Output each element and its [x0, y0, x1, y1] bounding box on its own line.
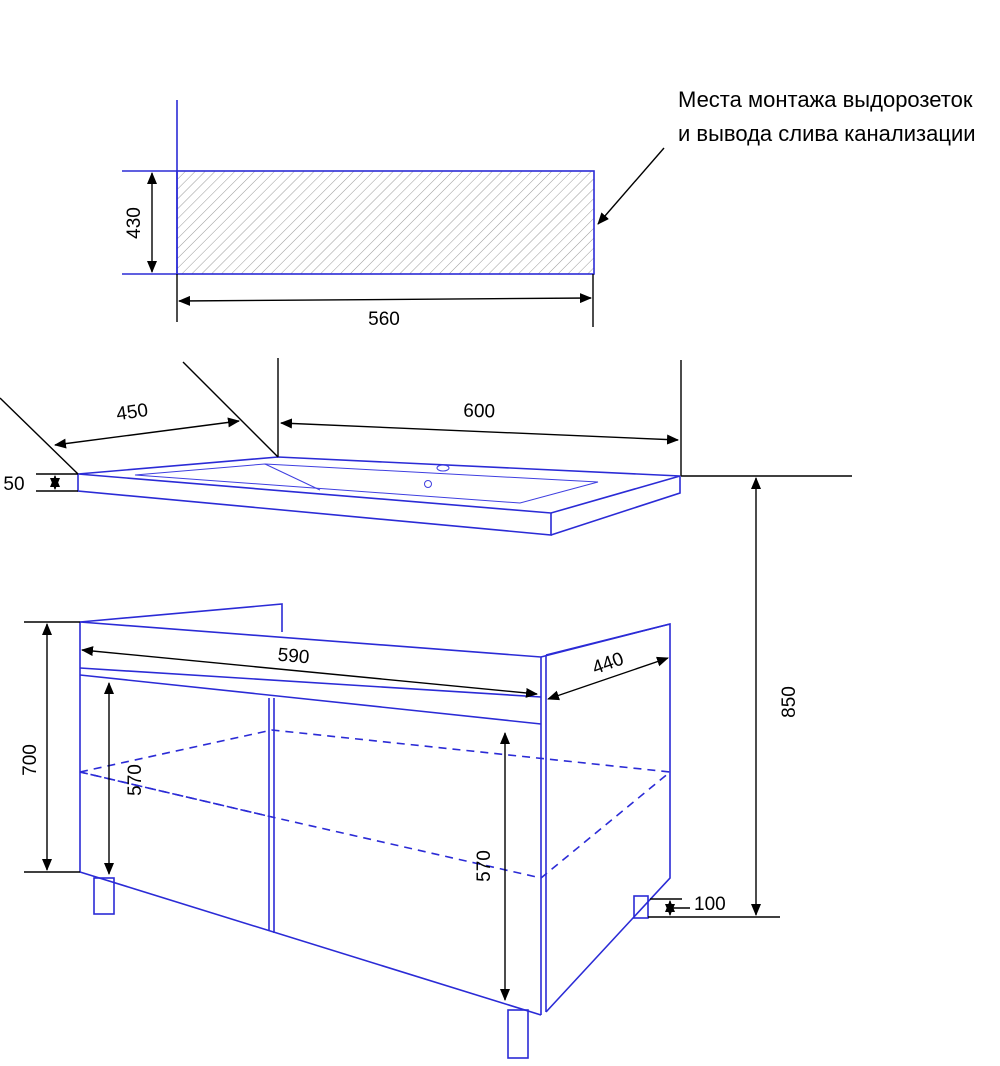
mounting-zone: 430 560 [122, 100, 595, 330]
cabinet-depth-dimension-line [547, 656, 669, 701]
note-line-1: Места монтажа выдорозеток [678, 87, 973, 112]
drain-icon [424, 480, 432, 488]
total-height-label: 850 [779, 686, 800, 718]
shelf-dashed-outline [79, 729, 672, 879]
cabinet: 590 440 700 570 570 850 100 [20, 475, 852, 1059]
sink-depth-dimension-line [54, 417, 240, 449]
faucet-hole-icon [436, 464, 450, 472]
note-leader-arrow [597, 147, 665, 225]
leg-height-label: 100 [694, 894, 726, 915]
note-line-2: и вывода слива канализации [678, 121, 976, 146]
mounting-height-label: 430 [124, 207, 145, 239]
sink-thickness-label: 50 [3, 474, 24, 495]
cabinet-height-label: 700 [20, 744, 41, 776]
mounting-width-label: 560 [368, 309, 400, 330]
cabinet-width-dimension-line [81, 646, 538, 698]
cabinet-width-label: 590 [277, 645, 310, 669]
leg-back-right [633, 895, 649, 919]
leg-front-left [93, 877, 115, 915]
mounting-zone-hatch [177, 171, 594, 274]
mounting-note: Места монтажа выдорозеток и вывода слива… [597, 87, 976, 225]
sink-width-dimension-line [280, 418, 679, 445]
sink-top: 450 600 50 [0, 358, 682, 536]
sink-width-label: 600 [463, 400, 495, 422]
sink-depth-label: 450 [115, 400, 149, 425]
door-right-height-label: 570 [474, 850, 495, 882]
leg-front-right [507, 1009, 529, 1059]
door-left-height-label: 570 [125, 764, 146, 796]
mounting-width-dimension-line [178, 293, 592, 306]
